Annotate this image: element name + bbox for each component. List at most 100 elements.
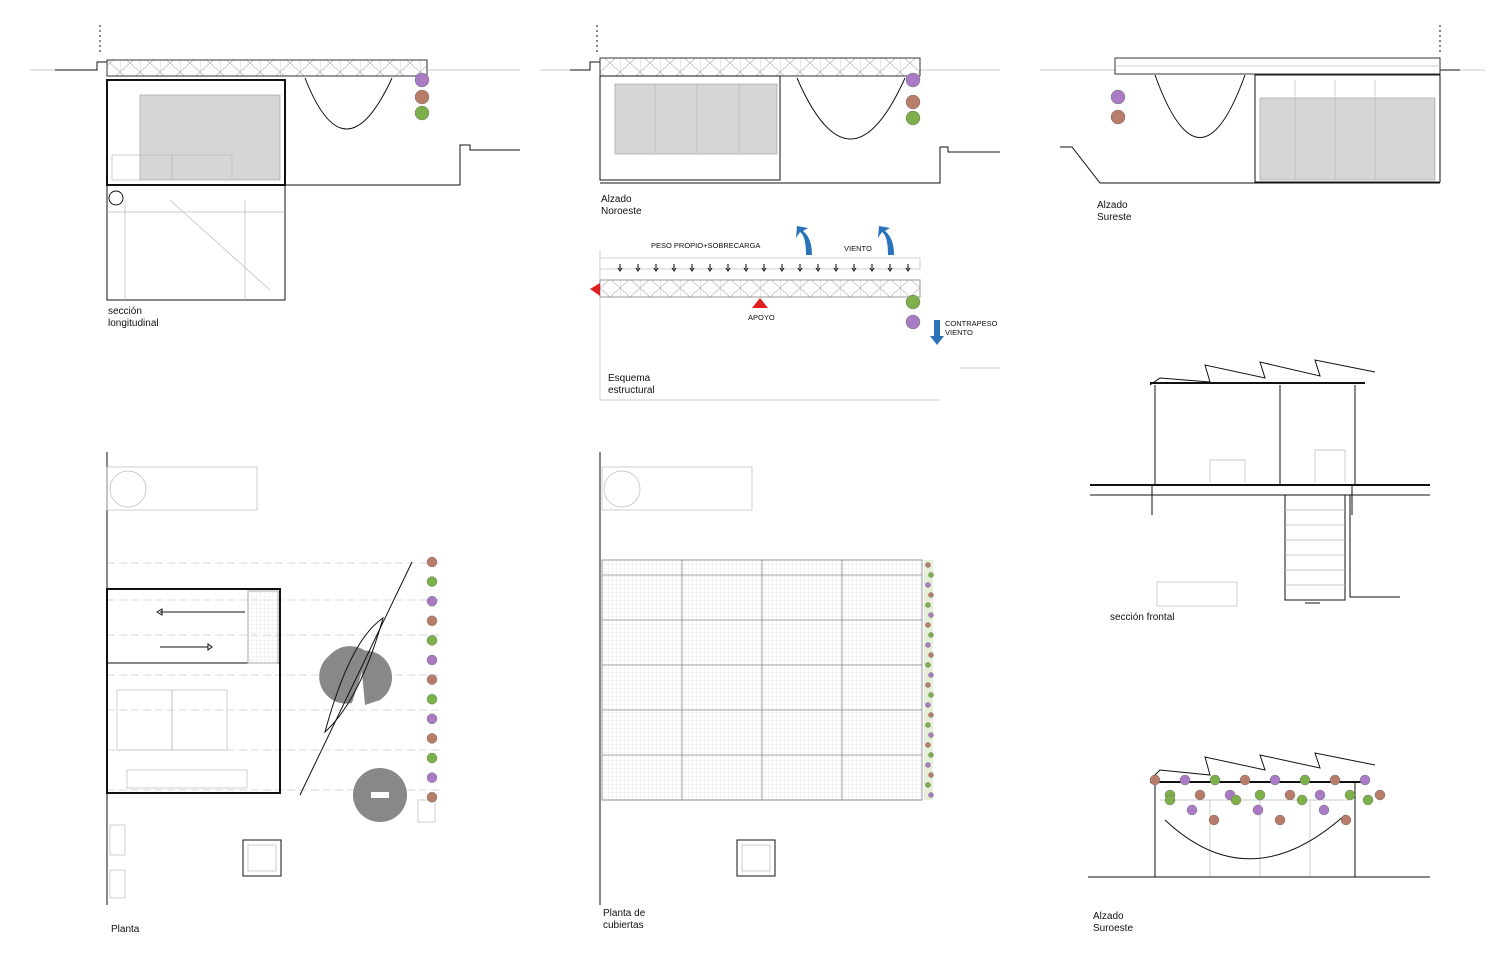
planter-icon (925, 662, 931, 668)
planter-icon (1314, 789, 1326, 801)
planter-icon (426, 694, 438, 705)
planter-icon (1208, 814, 1220, 826)
load-arrow (653, 264, 659, 272)
planter-icon (426, 635, 438, 646)
wind-uplift-arrow-icon (878, 226, 894, 255)
planter-icon (1374, 789, 1386, 801)
planter-icon (426, 576, 438, 587)
support-label: APOYO (748, 313, 775, 322)
planter-icon (928, 672, 934, 678)
planter-icon (426, 615, 438, 626)
planter-icon (925, 622, 931, 628)
planter-icon (905, 94, 921, 110)
planter-icon (426, 674, 438, 685)
planter-icon (925, 642, 931, 648)
planter-icon (928, 732, 934, 738)
load-arrow (635, 264, 641, 272)
planter-icon (1254, 789, 1266, 801)
planter-icon (1194, 789, 1206, 801)
planter-icon (928, 592, 934, 598)
label-planta: Planta (111, 924, 140, 935)
planter-icon (1362, 794, 1374, 806)
planter-icon (426, 713, 438, 724)
alzado-noroeste-drawing (540, 25, 1000, 184)
load-arrow (815, 264, 821, 272)
load-arrow (797, 264, 803, 272)
planter-icon (426, 556, 438, 568)
support-left-icon (590, 283, 600, 296)
planter-icon (1329, 774, 1341, 786)
planter-icon (928, 752, 934, 758)
seccion-frontal-drawing (1090, 359, 1430, 607)
planter-icon (1269, 774, 1281, 786)
load-arrow (743, 264, 749, 272)
planter-icon (928, 612, 934, 618)
planter-icon (426, 733, 438, 744)
planter-icon (1344, 789, 1356, 801)
load-arrow (905, 264, 911, 272)
load-arrow (689, 264, 695, 272)
planta-cubiertas-drawing (599, 452, 934, 905)
label-seccion-frontal: sección frontal (1110, 612, 1174, 623)
planter-icon (928, 692, 934, 698)
planta-drawing (106, 452, 440, 905)
planter-icon (426, 654, 438, 666)
load-arrow (869, 264, 875, 272)
planter-icon (905, 314, 921, 330)
load-arrow (707, 264, 713, 272)
planter-icon (1359, 774, 1371, 786)
planter-icon (925, 582, 931, 588)
planter-icon (928, 652, 934, 658)
planter-icon (1318, 804, 1330, 816)
seccion-longitudinal-drawing (30, 25, 520, 301)
planter-icon (426, 772, 438, 783)
planter-icon (905, 294, 921, 310)
planter-icon (905, 72, 921, 88)
planter-icon (928, 712, 934, 718)
load-arrow (725, 264, 731, 272)
planter-icon (925, 702, 931, 708)
planter-icon (1299, 774, 1311, 786)
wind-label: VIENTO (844, 244, 872, 253)
planter-icon (925, 782, 931, 788)
planter-icon (414, 105, 430, 121)
planter-icon (1186, 804, 1198, 816)
planter-icon (1239, 774, 1251, 786)
load-arrow (617, 264, 623, 272)
planter-icon (905, 110, 921, 126)
load-arrow (779, 264, 785, 272)
load-arrow (887, 264, 893, 272)
planter-icon (414, 72, 430, 88)
planter-icon (1209, 774, 1221, 786)
planter-icon (1296, 794, 1308, 806)
load-arrow (851, 264, 857, 272)
planter-icon (1230, 794, 1242, 806)
planter-icon (1340, 814, 1352, 826)
planter-icon (928, 572, 934, 578)
planter-icon (925, 562, 931, 568)
planter-icon (1252, 804, 1264, 816)
planter-icon (426, 596, 438, 607)
load-label: PESO PROPIO+SOBRECARGA (651, 241, 760, 250)
planter-icon (925, 682, 931, 688)
planter-icon (1179, 774, 1191, 786)
esquema-estructural-drawing: PESO PROPIO+SOBRECARGA VIENTO APOYO CONT… (590, 226, 1000, 401)
planter-icon (1110, 109, 1126, 125)
planter-icon (414, 89, 430, 105)
alzado-suroeste-drawing (1088, 752, 1430, 878)
planter-icon (928, 792, 934, 798)
load-arrow (761, 264, 767, 272)
support-apoyo-icon (752, 298, 768, 308)
planter-icon (1164, 794, 1176, 806)
load-arrows (617, 264, 911, 272)
planter-icon (925, 762, 931, 768)
load-arrow (833, 264, 839, 272)
